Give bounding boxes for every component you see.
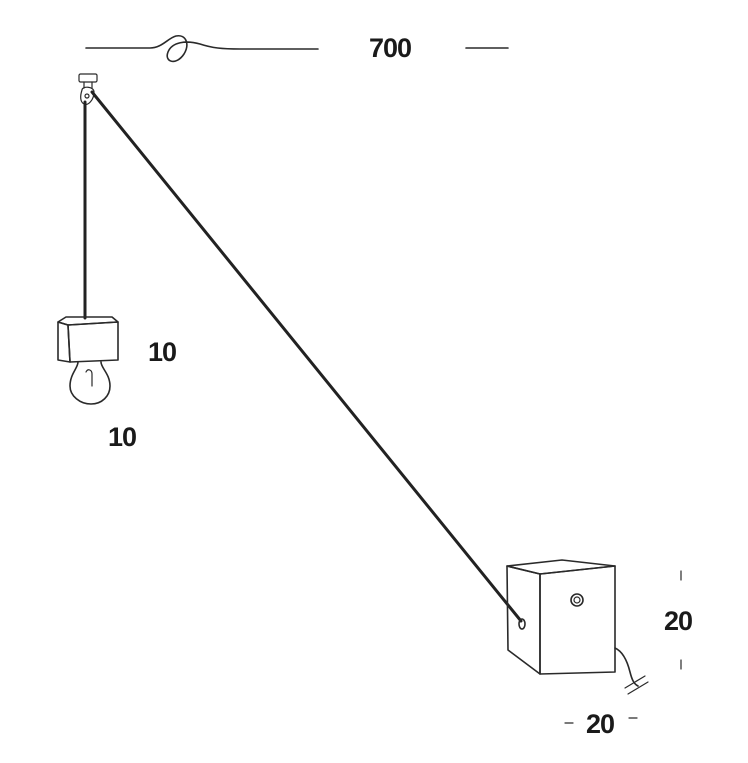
ceiling-pulley xyxy=(78,73,98,105)
cord-length-label: 700 xyxy=(369,33,411,63)
cord-length-dimension: 700 xyxy=(85,33,509,63)
lamp-shade xyxy=(57,316,119,405)
shade-side-face xyxy=(67,321,119,363)
base-width-dimension: 20 xyxy=(564,709,638,739)
diagonal-cord xyxy=(90,90,523,623)
counterweight-base xyxy=(506,559,649,695)
light-bulb xyxy=(69,361,111,405)
shade-width-label: 10 xyxy=(108,422,136,452)
base-cord-entry xyxy=(518,618,526,630)
base-width-label: 20 xyxy=(586,709,614,739)
base-height-dimension: 20 xyxy=(664,570,693,670)
base-right-face xyxy=(539,565,616,675)
pulley-wheel xyxy=(80,86,95,105)
base-top-hole xyxy=(570,593,584,607)
base-height-label: 20 xyxy=(664,606,692,636)
power-cable xyxy=(614,647,639,687)
shade-height-label: 10 xyxy=(148,337,176,367)
ceiling-bracket xyxy=(78,73,98,83)
cord-length-line-left xyxy=(85,34,319,63)
